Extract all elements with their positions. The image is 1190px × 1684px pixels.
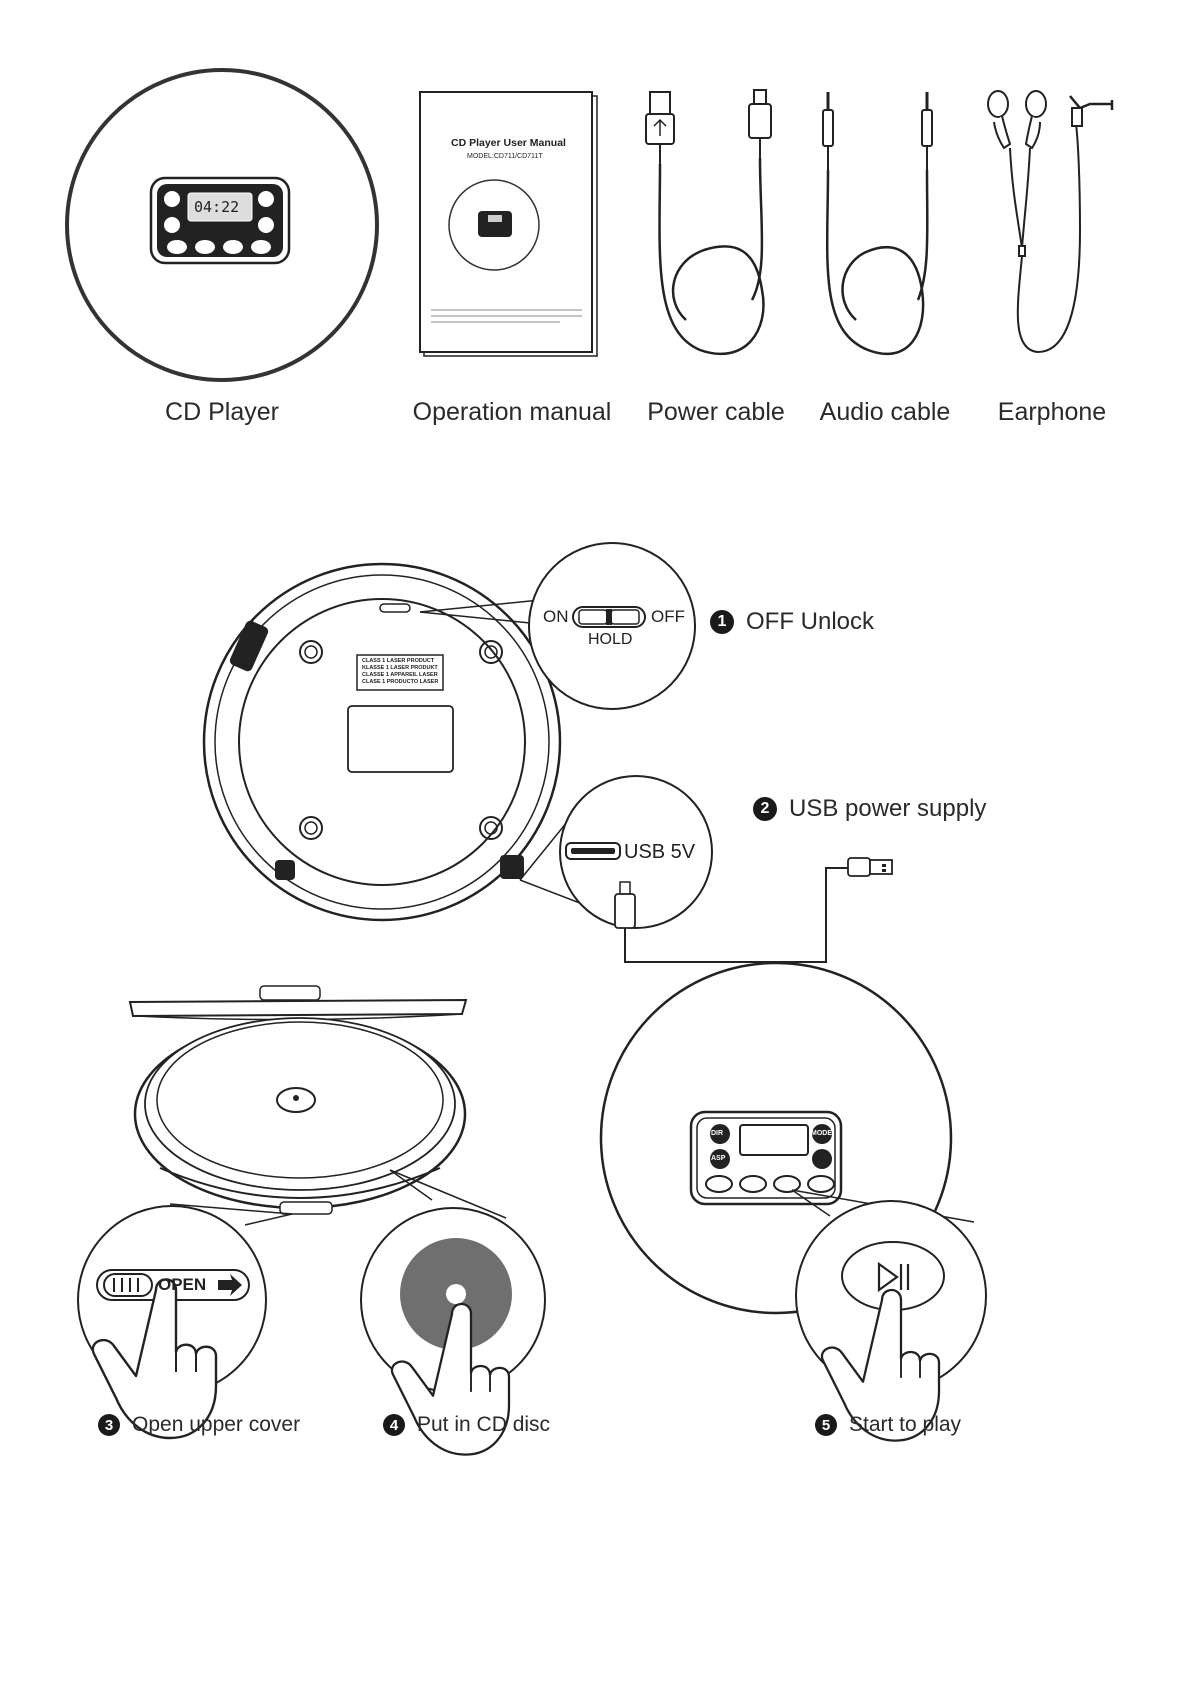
- asp-button-label: ASP: [711, 1155, 726, 1162]
- open-player-illustration: [128, 985, 468, 1215]
- switch-zoom-bubble: [419, 542, 696, 710]
- earphone-illustration: [987, 90, 1114, 354]
- switch-off-label: OFF: [651, 607, 685, 626]
- player-display-readout: 04:22: [194, 198, 240, 216]
- mode-button-label: MODE: [811, 1130, 832, 1137]
- item-label-earphone: Earphone: [997, 398, 1107, 426]
- item-label-operation-manual: Operation manual: [412, 398, 612, 426]
- step-2-label: USB power supply: [789, 795, 987, 822]
- item-label-audio-cable: Audio cable: [819, 398, 951, 426]
- step-1-label: OFF Unlock: [746, 608, 875, 635]
- laser-label-line: CLASE 1 PRODUCTO LASER: [362, 679, 439, 685]
- operation-manual-illustration: [419, 91, 598, 357]
- step-5: 5 Start to play: [815, 1413, 961, 1437]
- step-5-number: 5: [815, 1414, 837, 1436]
- step-3-number: 3: [98, 1414, 120, 1436]
- audio-cable-illustration: [822, 92, 933, 356]
- step-3-label: Open upper cover: [132, 1413, 301, 1436]
- switch-hold-label: HOLD: [588, 631, 633, 648]
- laser-label-line: CLASS 1 LASER PRODUCT: [362, 658, 435, 664]
- switch-on-label: ON: [543, 607, 569, 626]
- open-cover-zoom-bubble: [77, 1203, 293, 1440]
- dir-button-label: DIR: [711, 1130, 724, 1137]
- item-label-power-cable: Power cable: [647, 398, 785, 426]
- play-zoom-bubble: [791, 1189, 987, 1442]
- step-2-number: 2: [753, 797, 777, 821]
- power-cable-illustration: [645, 89, 772, 356]
- step-1: 1 OFF Unlock: [710, 608, 874, 636]
- usb-zoom-bubble: [519, 775, 893, 963]
- open-slider-label: OPEN: [158, 1275, 207, 1294]
- manual-model: MODEL:CD711/CD711T: [467, 153, 543, 160]
- laser-label-line: KLASSE 1 LASER PRODUKT: [362, 665, 438, 671]
- player-back-illustration: [202, 562, 562, 922]
- step-2: 2 USB power supply: [753, 795, 986, 823]
- manual-title: CD Player User Manual: [451, 137, 566, 149]
- step-4-number: 4: [383, 1414, 405, 1436]
- item-label-cd-player: CD Player: [165, 398, 279, 426]
- cd-disc-zoom-bubble: [360, 1169, 546, 1456]
- step-4-label: Put in CD disc: [417, 1413, 551, 1436]
- step-3: 3 Open upper cover: [98, 1413, 300, 1437]
- step-4: 4 Put in CD disc: [383, 1413, 550, 1437]
- usb-port-label: USB 5V: [624, 841, 696, 863]
- step-1-number: 1: [710, 610, 734, 634]
- step-5-label: Start to play: [849, 1413, 962, 1436]
- cd-player-illustration: [65, 68, 379, 382]
- laser-label-line: CLASSE 1 APPAREIL LASER: [362, 672, 438, 678]
